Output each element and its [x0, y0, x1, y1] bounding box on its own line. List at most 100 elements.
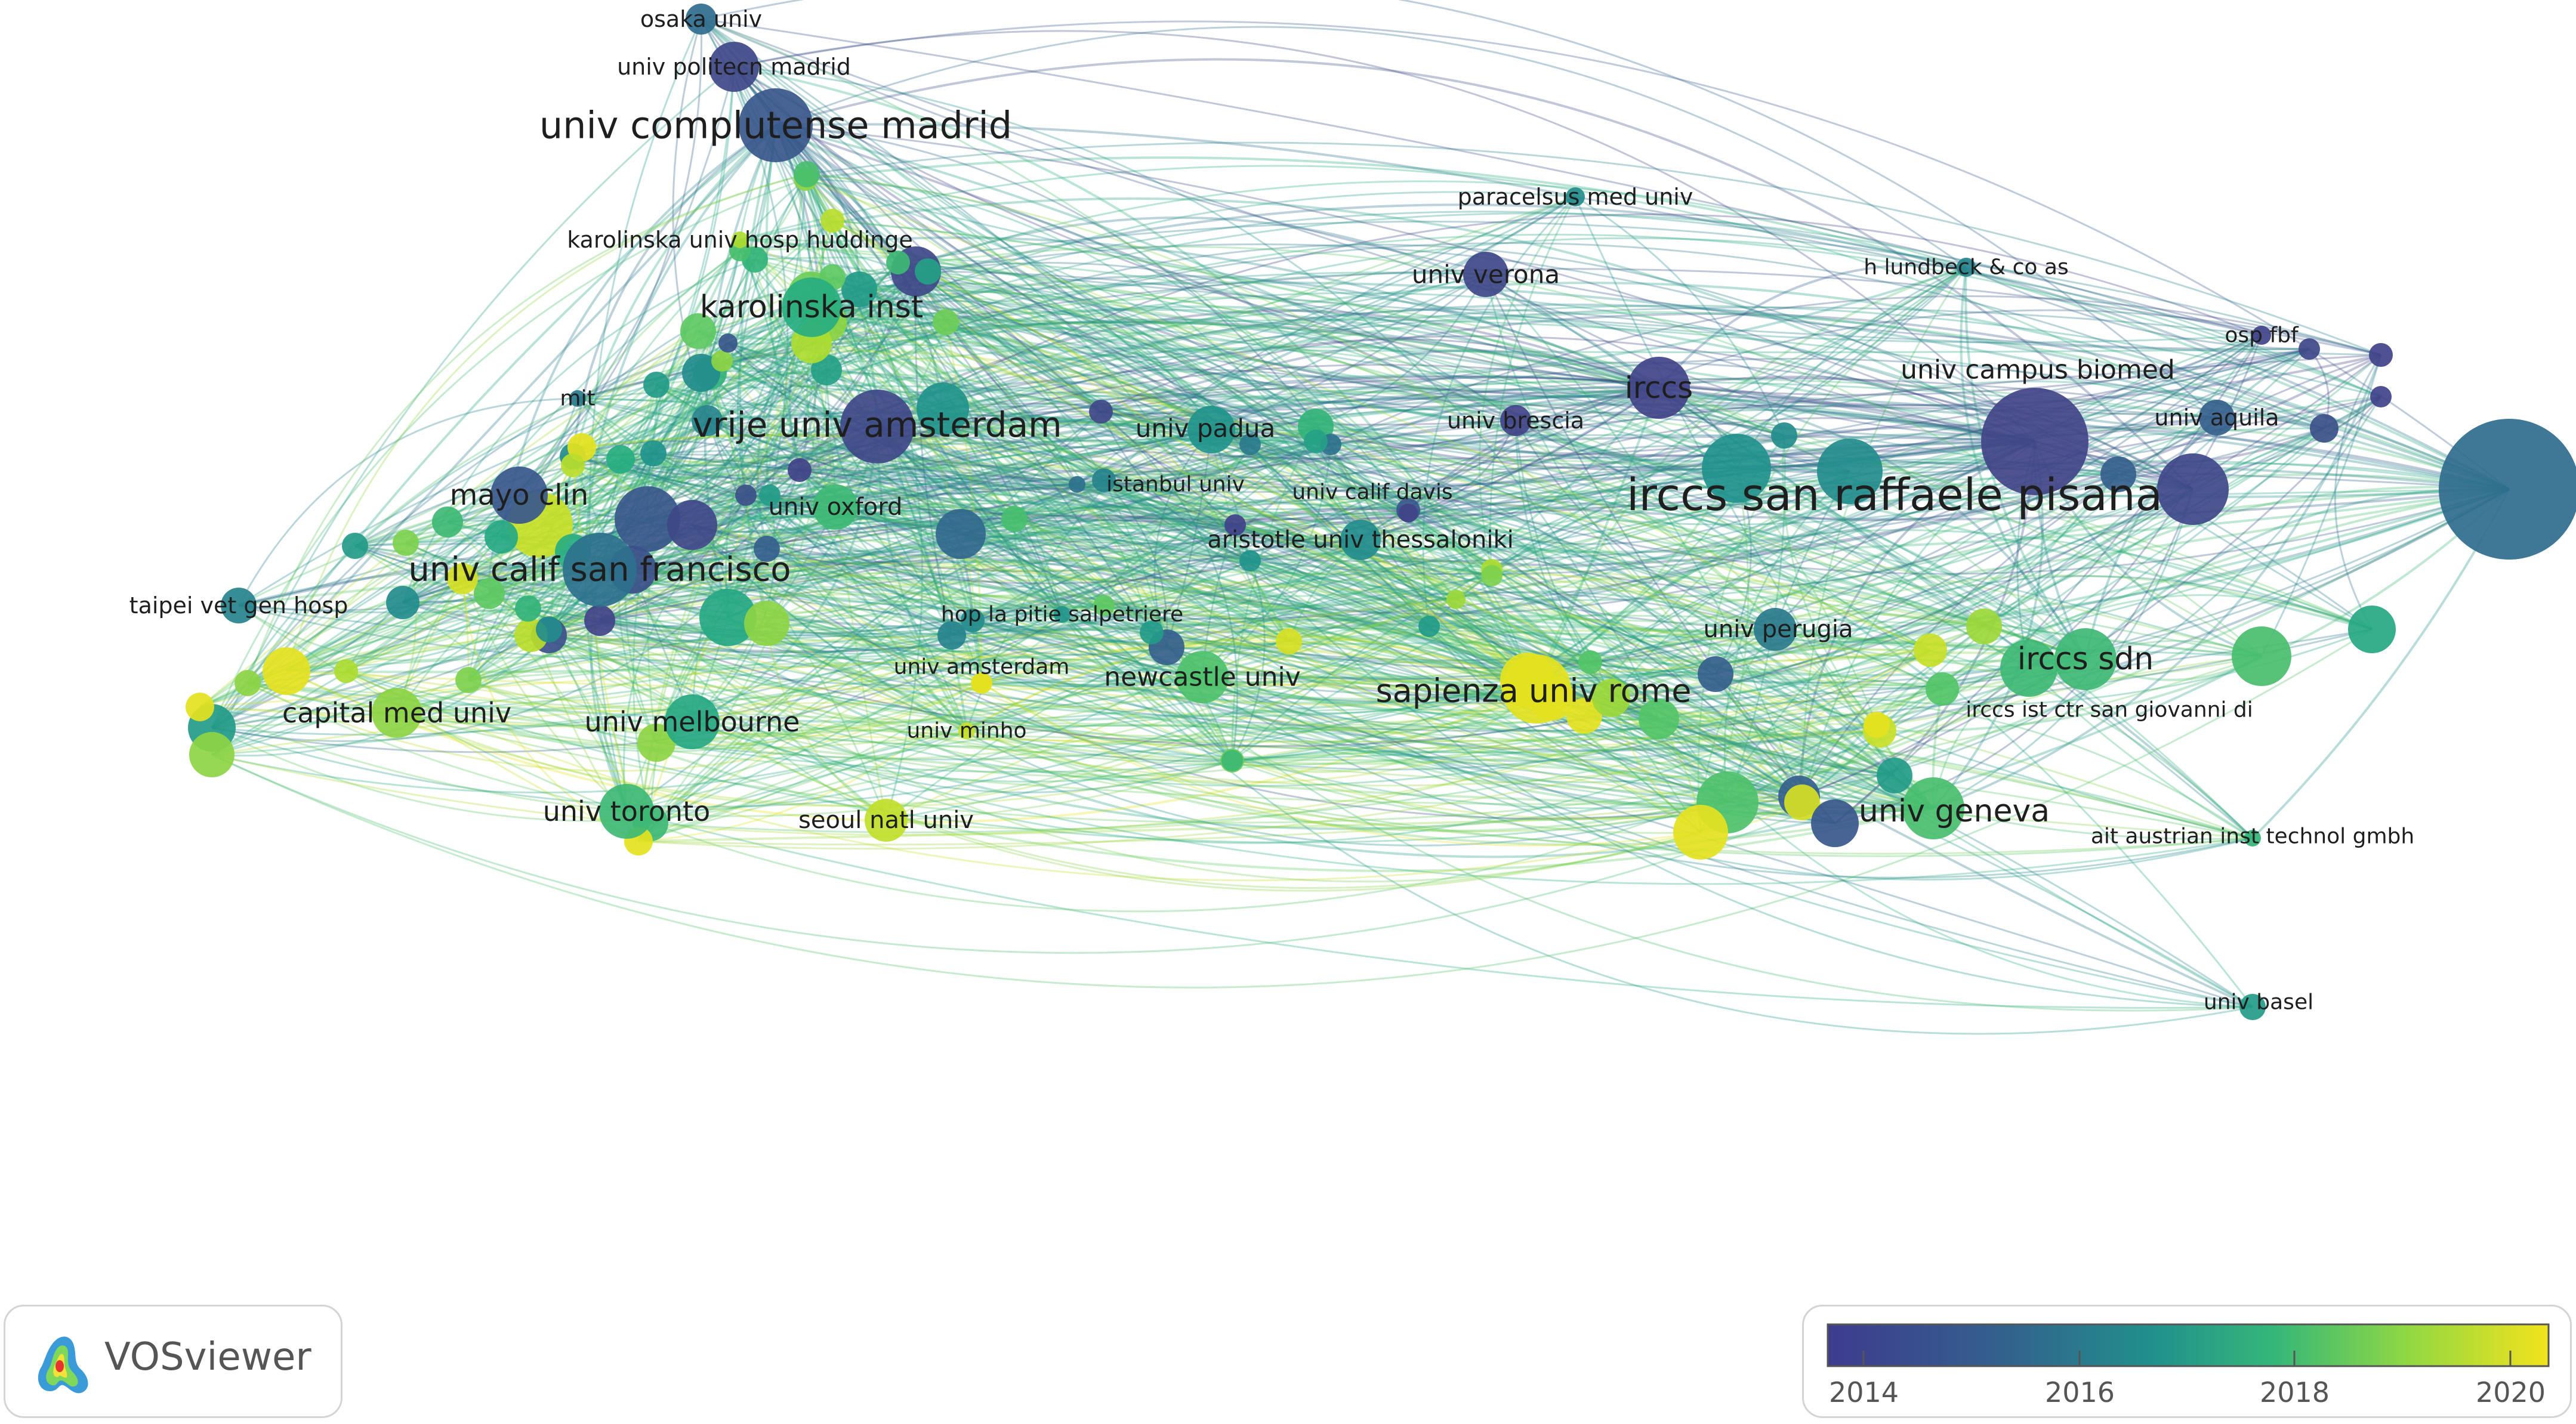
network-node[interactable]: [1926, 672, 1959, 706]
network-node[interactable]: [1089, 400, 1113, 424]
network-node[interactable]: [865, 799, 908, 842]
network-node[interactable]: [2439, 419, 2576, 560]
network-node[interactable]: [1140, 620, 1164, 644]
network-node[interactable]: [813, 484, 858, 530]
network-node[interactable]: [680, 313, 716, 349]
network-node[interactable]: [1221, 750, 1243, 771]
network-node[interactable]: [1304, 430, 1328, 453]
network-node[interactable]: [584, 605, 615, 636]
network-node[interactable]: [739, 88, 813, 162]
network-node[interactable]: [2239, 994, 2266, 1020]
network-node[interactable]: [1639, 699, 1679, 739]
network-node[interactable]: [2244, 830, 2261, 847]
network-node[interactable]: [455, 667, 482, 693]
network-node[interactable]: [474, 578, 505, 609]
network-node[interactable]: [1093, 595, 1115, 616]
network-node[interactable]: [615, 486, 680, 552]
network-node[interactable]: [1877, 758, 1912, 793]
network-node[interactable]: [788, 458, 812, 482]
network-node[interactable]: [1276, 628, 1302, 654]
network-node[interactable]: [709, 42, 759, 92]
network-node[interactable]: [692, 405, 723, 436]
network-node[interactable]: [342, 533, 368, 559]
network-node[interactable]: [744, 601, 789, 646]
network-node[interactable]: [561, 453, 585, 477]
network-node[interactable]: [1340, 520, 1381, 560]
network-node[interactable]: [372, 688, 422, 738]
network-node[interactable]: [2370, 386, 2392, 407]
network-node[interactable]: [917, 382, 969, 435]
network-node[interactable]: [447, 563, 478, 594]
network-node[interactable]: [1811, 799, 1859, 847]
network-node[interactable]: [718, 333, 738, 353]
network-node[interactable]: [1069, 476, 1085, 493]
network-node[interactable]: [1981, 388, 2088, 495]
network-node[interactable]: [2100, 456, 2136, 492]
network-node[interactable]: [732, 231, 748, 248]
network-node[interactable]: [1914, 634, 1947, 667]
network-node[interactable]: [711, 350, 733, 372]
network-node[interactable]: [820, 209, 844, 233]
network-node[interactable]: [1500, 405, 1531, 436]
network-node[interactable]: [1673, 805, 1728, 860]
network-node[interactable]: [735, 484, 757, 506]
network-node[interactable]: [754, 536, 780, 562]
network-node[interactable]: [186, 693, 214, 721]
network-node[interactable]: [515, 595, 541, 622]
network-node[interactable]: [643, 372, 670, 398]
network-node[interactable]: [1698, 656, 1733, 692]
network-node[interactable]: [189, 732, 235, 777]
network-node[interactable]: [1784, 784, 1820, 820]
network-node[interactable]: [569, 390, 586, 407]
network-node[interactable]: [665, 694, 720, 749]
network-node[interactable]: [1446, 590, 1466, 609]
network-node[interactable]: [1771, 422, 1797, 449]
network-node[interactable]: [1502, 654, 1571, 724]
network-node[interactable]: [958, 722, 975, 739]
network-node[interactable]: [972, 674, 991, 693]
network-node[interactable]: [2000, 640, 2057, 697]
network-node[interactable]: [2199, 400, 2235, 435]
network-node[interactable]: [2252, 326, 2271, 345]
network-node[interactable]: [915, 258, 941, 285]
network-node[interactable]: [1578, 650, 1602, 674]
network-node[interactable]: [263, 647, 310, 695]
network-node[interactable]: [386, 586, 419, 619]
network-node[interactable]: [393, 530, 419, 556]
network-node[interactable]: [563, 533, 637, 607]
network-node[interactable]: [221, 588, 257, 623]
network-node[interactable]: [682, 354, 720, 392]
network-node[interactable]: [1702, 434, 1771, 503]
network-node[interactable]: [1864, 712, 1890, 738]
network-node[interactable]: [1239, 550, 1261, 572]
network-node[interactable]: [235, 670, 261, 696]
network-node[interactable]: [840, 390, 914, 464]
network-node[interactable]: [686, 4, 717, 35]
network-node[interactable]: [2054, 628, 2117, 690]
network-node[interactable]: [1481, 565, 1503, 586]
network-node[interactable]: [1902, 777, 1964, 839]
network-node[interactable]: [334, 659, 358, 683]
network-node[interactable]: [933, 309, 959, 335]
network-node[interactable]: [886, 251, 910, 274]
network-node[interactable]: [1628, 357, 1690, 419]
network-node[interactable]: [432, 506, 463, 538]
network-node[interactable]: [1092, 468, 1116, 492]
network-node[interactable]: [1399, 504, 1418, 523]
network-node[interactable]: [811, 354, 842, 385]
network-node[interactable]: [1176, 651, 1229, 703]
network-node[interactable]: [699, 589, 757, 646]
network-node[interactable]: [1054, 606, 1070, 623]
network-node[interactable]: [759, 484, 780, 506]
network-node[interactable]: [1224, 514, 1246, 536]
network-node[interactable]: [937, 621, 966, 650]
network-node[interactable]: [485, 520, 518, 554]
network-node[interactable]: [490, 467, 548, 524]
network-node[interactable]: [637, 724, 675, 762]
network-node[interactable]: [599, 784, 654, 839]
network-node[interactable]: [667, 500, 717, 550]
network-node[interactable]: [606, 445, 635, 474]
network-node[interactable]: [2348, 606, 2396, 653]
network-node[interactable]: [1001, 506, 1028, 532]
network-node[interactable]: [536, 616, 562, 643]
